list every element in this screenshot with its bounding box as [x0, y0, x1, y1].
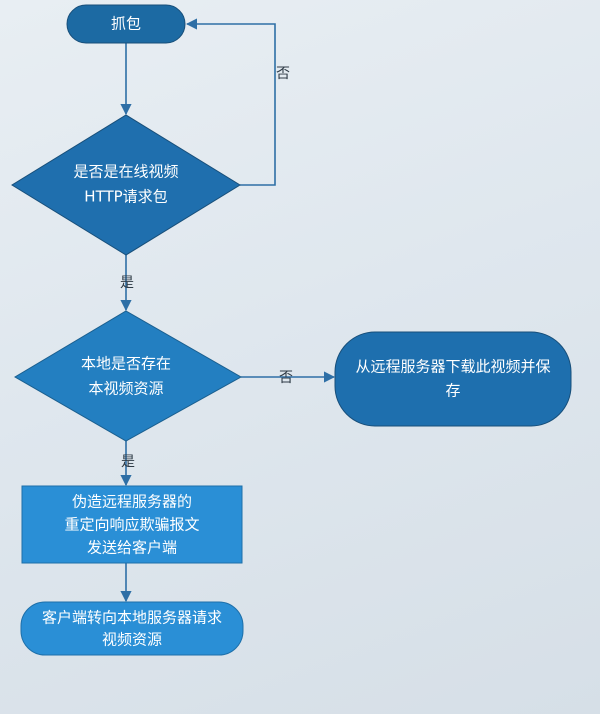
- node-download-line1: 从远程服务器下载此视频并保: [355, 358, 550, 376]
- node-capture: 抓包: [66, 4, 186, 44]
- node-forge-line2: 重定向响应欺骗报文: [64, 516, 199, 534]
- node-client-redirect-line2: 视频资源: [102, 631, 162, 649]
- node-check-http-line2: HTTP请求包: [84, 188, 167, 206]
- node-client-redirect-line1: 客户端转向本地服务器请求: [42, 609, 222, 627]
- node-client-redirect: 客户端转向本地服务器请求 视频资源: [20, 601, 244, 656]
- node-forge: 伪造远程服务器的 重定向响应欺骗报文 发送给客户端: [21, 485, 243, 564]
- node-check-http-line1: 是否是在线视频: [73, 163, 178, 181]
- node-check-http: 是否是在线视频 HTTP请求包: [11, 114, 241, 256]
- edge-label-yes-1: 是: [120, 275, 134, 291]
- edge-label-no-download: 否: [279, 370, 293, 386]
- node-forge-line1: 伪造远程服务器的: [72, 493, 192, 511]
- node-capture-label: 抓包: [111, 15, 141, 33]
- node-forge-line3: 发送给客户端: [87, 539, 177, 557]
- node-check-local: 本地是否存在 本视频资源: [14, 310, 243, 442]
- edge-label-no-loop: 否: [276, 66, 290, 82]
- node-download: 从远程服务器下载此视频并保 存: [334, 331, 572, 427]
- edge-no-loop-back: [185, 18, 276, 186]
- node-download-line2: 存: [445, 382, 460, 400]
- node-check-local-line1: 本地是否存在: [81, 355, 171, 373]
- node-check-local-line2: 本视频资源: [88, 380, 163, 398]
- edge-label-yes-2: 是: [121, 454, 135, 470]
